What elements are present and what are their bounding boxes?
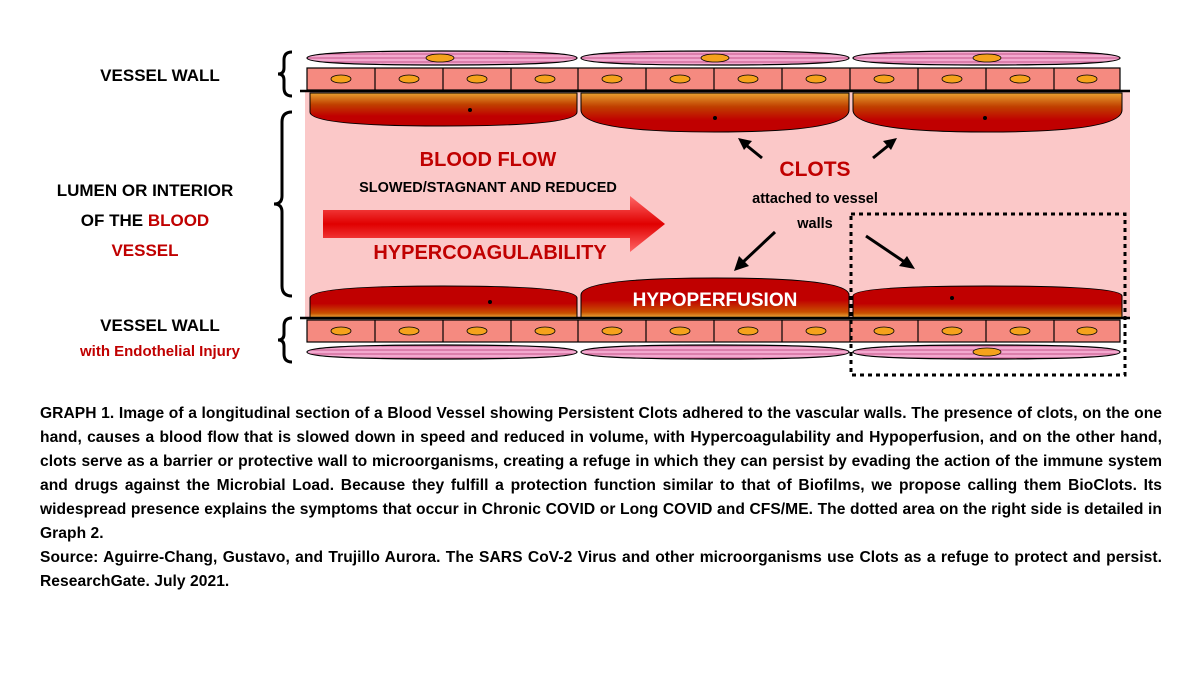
brace-top bbox=[277, 50, 293, 98]
vessel-wall-top-label: VESSEL WALL bbox=[100, 66, 220, 85]
clots-text: CLOTS bbox=[779, 158, 850, 181]
top-endothelium bbox=[306, 50, 1121, 66]
blood-vessel-diagram: BLOOD FLOW SLOWED/STAGNANT AND REDUCED H… bbox=[273, 50, 1130, 377]
caption-source: Source: Aguirre-Chang, Gustavo, and Truj… bbox=[40, 549, 1162, 590]
top-clots bbox=[309, 92, 1123, 133]
slowed-text: SLOWED/STAGNANT AND REDUCED bbox=[359, 180, 617, 196]
attached-text-line1: attached to vessel bbox=[752, 191, 878, 207]
blood-flow-arrow bbox=[323, 196, 665, 252]
figure-caption: GRAPH 1. Image of a longitudinal section… bbox=[40, 402, 1162, 594]
bottom-cell-row bbox=[300, 316, 1130, 343]
clot-pointer-arrows bbox=[734, 138, 915, 271]
lumen-label-line2: OF THE BLOOD bbox=[80, 211, 210, 230]
blood-flow-text: BLOOD FLOW bbox=[420, 149, 557, 171]
brace-lumen bbox=[273, 110, 293, 298]
lumen-label-blood: BLOOD bbox=[147, 211, 210, 230]
endothelial-injury-label: with Endothelial Injury bbox=[79, 343, 240, 360]
hypercoagulability-text: HYPERCOAGULABILITY bbox=[373, 242, 607, 264]
dotted-detail-area bbox=[849, 212, 1127, 377]
caption-text: GRAPH 1. Image of a longitudinal section… bbox=[40, 405, 1162, 542]
hypoperfusion-text: HYPOPERFUSION bbox=[633, 290, 798, 311]
lumen-label: LUMEN OR INTERIOR OF THE BLOOD VESSEL bbox=[30, 176, 260, 266]
brace-bottom bbox=[277, 316, 293, 364]
bottom-clots bbox=[309, 277, 1123, 319]
lumen-label-line1: LUMEN OR INTERIOR bbox=[56, 181, 234, 200]
top-cell-row bbox=[300, 67, 1130, 93]
lumen-label-line3: VESSEL bbox=[111, 241, 179, 260]
attached-text-line2: walls bbox=[796, 216, 832, 232]
vessel-wall-bottom-label: VESSEL WALL bbox=[100, 316, 220, 335]
bottom-endothelium bbox=[306, 344, 1121, 360]
